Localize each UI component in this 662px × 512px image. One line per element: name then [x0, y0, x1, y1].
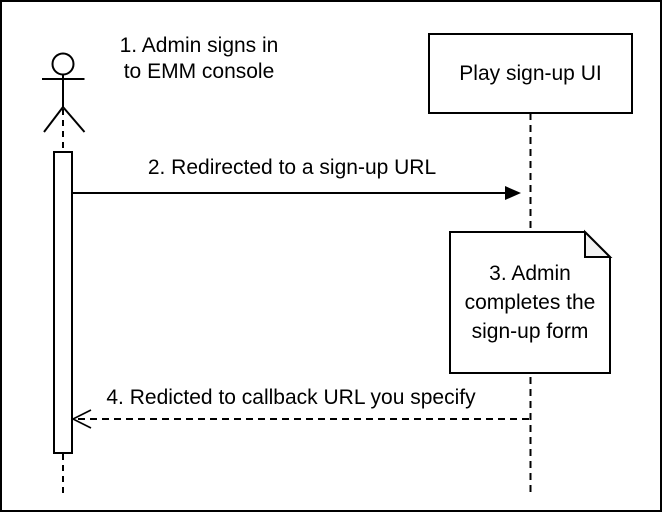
actor-icon: [42, 52, 86, 133]
actor-head: [51, 52, 75, 76]
participant-box: [428, 33, 633, 114]
message-4-open-arrowhead: [71, 409, 92, 429]
actor-left-leg: [43, 106, 64, 133]
note-fold-corner: [584, 229, 613, 258]
note-shape: [449, 229, 613, 374]
message-2-label: 2. Redirected to a sign-up URL: [147, 156, 437, 179]
message-2-arrow: [72, 186, 521, 200]
note-body: [449, 231, 611, 374]
participant-label: Play sign-up UI: [459, 61, 602, 85]
note-label: 3. Admin completes the sign-up form: [464, 262, 596, 343]
actor-right-leg: [62, 106, 86, 133]
message-2-arrowhead: [505, 186, 521, 200]
message-4-arrow: [71, 409, 530, 429]
activation-bar: [53, 151, 73, 454]
message-4-label: 4. Redicted to callback URL you specify: [106, 386, 476, 409]
message-1-label: 1. Admin signs in to EMM console: [119, 34, 279, 83]
